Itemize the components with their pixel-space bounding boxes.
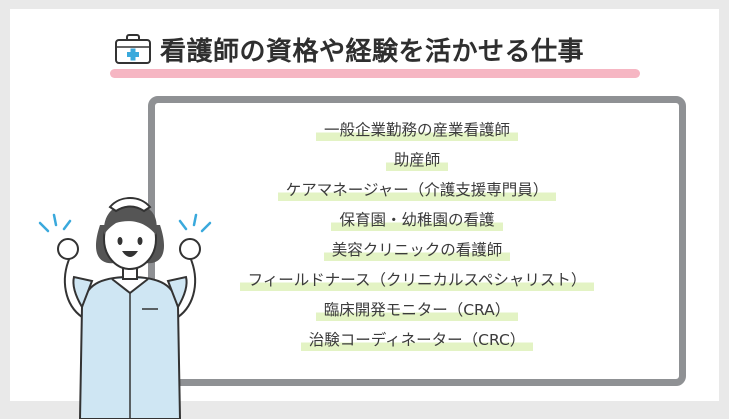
medical-kit-icon <box>115 34 151 64</box>
job-label: 保育園・幼稚園の看護 <box>331 207 503 233</box>
list-item: フィールドナース（クリニカルスペシャリスト） <box>155 267 679 297</box>
job-list: 一般企業勤務の産業看護師 助産師 ケアマネージャー（介護支援専門員） 保育園・幼… <box>155 117 679 357</box>
job-label: 助産師 <box>385 147 449 173</box>
list-item: 美容クリニックの看護師 <box>155 237 679 267</box>
page-frame: 看護師の資格や経験を活かせる仕事 一般企業勤務の産業看護師 助産師 ケアマネージ… <box>10 9 719 419</box>
nurse-illustration <box>38 197 212 419</box>
job-label: フィールドナース（クリニカルスペシャリスト） <box>239 267 595 293</box>
job-label: ケアマネージャー（介護支援専門員） <box>277 177 557 203</box>
page-title: 看護師の資格や経験を活かせる仕事 <box>160 37 585 67</box>
job-label: 治験コーディネーター（CRC） <box>300 327 534 353</box>
job-label: 臨床開発モニター（CRA） <box>315 297 519 323</box>
job-board: 一般企業勤務の産業看護師 助産師 ケアマネージャー（介護支援専門員） 保育園・幼… <box>148 96 686 386</box>
title-underline <box>110 69 640 78</box>
title-area: 看護師の資格や経験を活かせる仕事 <box>110 29 640 81</box>
job-label: 一般企業勤務の産業看護師 <box>315 117 518 143</box>
list-item: 治験コーディネーター（CRC） <box>155 327 679 357</box>
list-item: 一般企業勤務の産業看護師 <box>155 117 679 147</box>
job-label: 美容クリニックの看護師 <box>323 237 511 263</box>
list-item: ケアマネージャー（介護支援専門員） <box>155 177 679 207</box>
list-item: 助産師 <box>155 147 679 177</box>
list-item: 保育園・幼稚園の看護 <box>155 207 679 237</box>
list-item: 臨床開発モニター（CRA） <box>155 297 679 327</box>
